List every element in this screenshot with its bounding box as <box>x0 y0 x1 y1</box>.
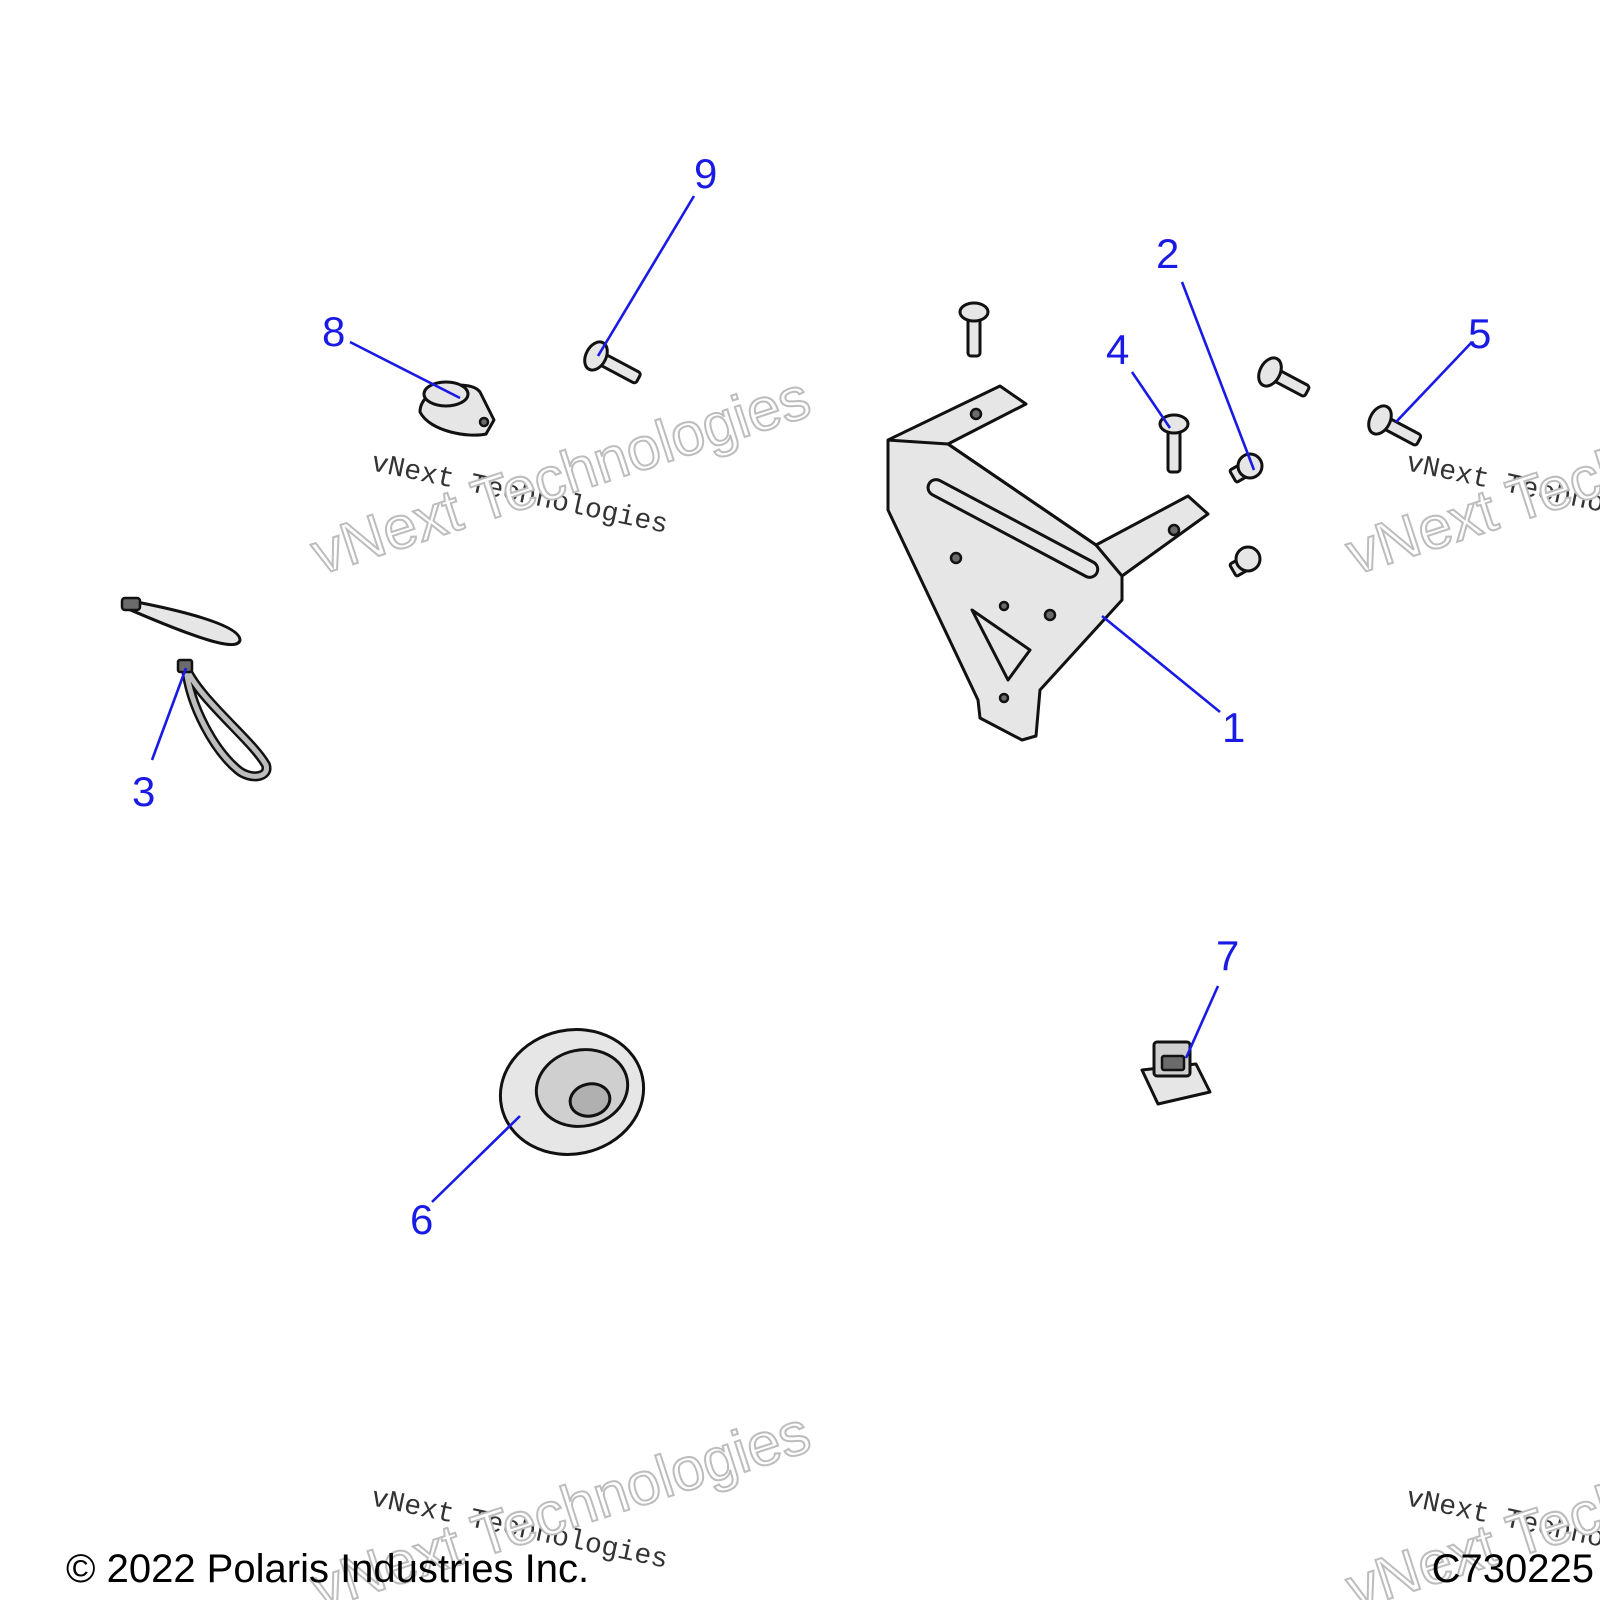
screw-part-5 <box>1367 404 1423 447</box>
callout-7: 7 <box>1216 932 1239 979</box>
screw-top-vertical <box>958 301 990 358</box>
clip-part <box>1140 1040 1212 1106</box>
callout-2: 2 <box>1156 230 1179 277</box>
grommet-part <box>498 1028 646 1156</box>
leader-line-7 <box>1184 985 1220 1059</box>
leader-line-2 <box>1180 281 1256 471</box>
clamp-part <box>418 380 496 437</box>
copyright-text: © 2022 Polaris Industries Inc. <box>66 1547 589 1591</box>
leader-line-6 <box>431 1115 521 1203</box>
nut-part-2-b <box>1228 545 1262 578</box>
figure-code: C730225 <box>1432 1547 1594 1591</box>
leader-line-3 <box>150 667 188 761</box>
callout-5: 5 <box>1468 310 1491 357</box>
callout-9: 9 <box>694 150 717 197</box>
cable-tie-part <box>120 596 272 782</box>
screw-part-2-upper <box>1257 356 1311 398</box>
callout-1: 1 <box>1222 704 1245 751</box>
callout-6: 6 <box>410 1196 433 1243</box>
bracket-part <box>886 384 1210 742</box>
callout-8: 8 <box>322 308 345 355</box>
callout-3: 3 <box>132 768 155 815</box>
nut-part-2-a <box>1228 452 1264 484</box>
leader-line-5 <box>1395 341 1473 423</box>
leader-line-1 <box>1101 614 1221 714</box>
bolt-part-9 <box>583 340 642 385</box>
leader-line-8 <box>349 340 461 400</box>
callout-4: 4 <box>1106 326 1129 373</box>
screw-part-4 <box>1158 413 1190 474</box>
leader-line-4 <box>1130 371 1172 429</box>
leader-line-9 <box>596 195 696 357</box>
